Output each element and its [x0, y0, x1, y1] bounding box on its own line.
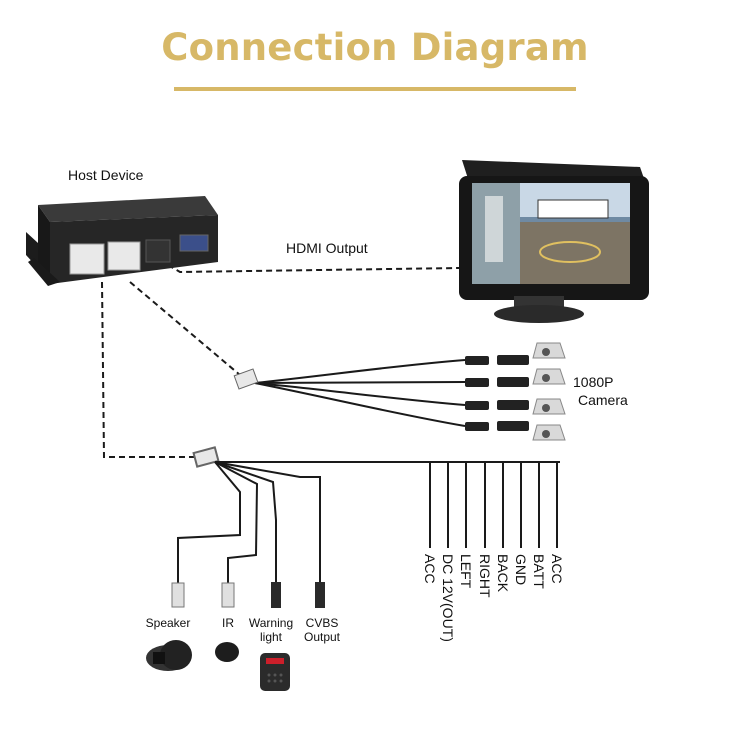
wire-label-acc: ACC — [422, 554, 438, 584]
host-device-label: Host Device — [68, 167, 144, 183]
wire-label-back: BACK — [495, 554, 511, 593]
wire-label-batt: BATT — [531, 554, 547, 589]
diagram-title: Connection Diagram — [161, 26, 589, 69]
io-harness-cable — [101, 281, 200, 458]
wire-label-left: LEFT — [458, 554, 474, 589]
peripheral-devices — [146, 640, 290, 691]
camera-harness-cable — [129, 281, 241, 376]
camera-label-line1: 1080P — [573, 374, 614, 390]
warning-light-label: Warning light — [248, 616, 294, 644]
camera-label-line2: Camera — [578, 392, 628, 408]
host-device-image — [26, 196, 218, 286]
io-harness — [177, 446, 560, 583]
camera-harness — [233, 342, 566, 441]
hdmi-output-label: HDMI Output — [286, 240, 368, 256]
monitor-image — [459, 160, 649, 323]
hdmi-cable — [167, 264, 461, 274]
title-underline — [174, 87, 576, 91]
wire-label-right: RIGHT — [477, 554, 493, 598]
wire-label-dc12v-out: DC 12V(OUT) — [440, 554, 456, 642]
ir-label: IR — [222, 616, 234, 630]
wire-label-acc-2: ACC — [549, 554, 565, 584]
wire-label-gnd: GND — [513, 554, 529, 586]
cvbs-output-label: CVBS Output — [303, 616, 341, 644]
speaker-label: Speaker — [145, 616, 191, 630]
peripheral-plugs — [171, 582, 325, 608]
